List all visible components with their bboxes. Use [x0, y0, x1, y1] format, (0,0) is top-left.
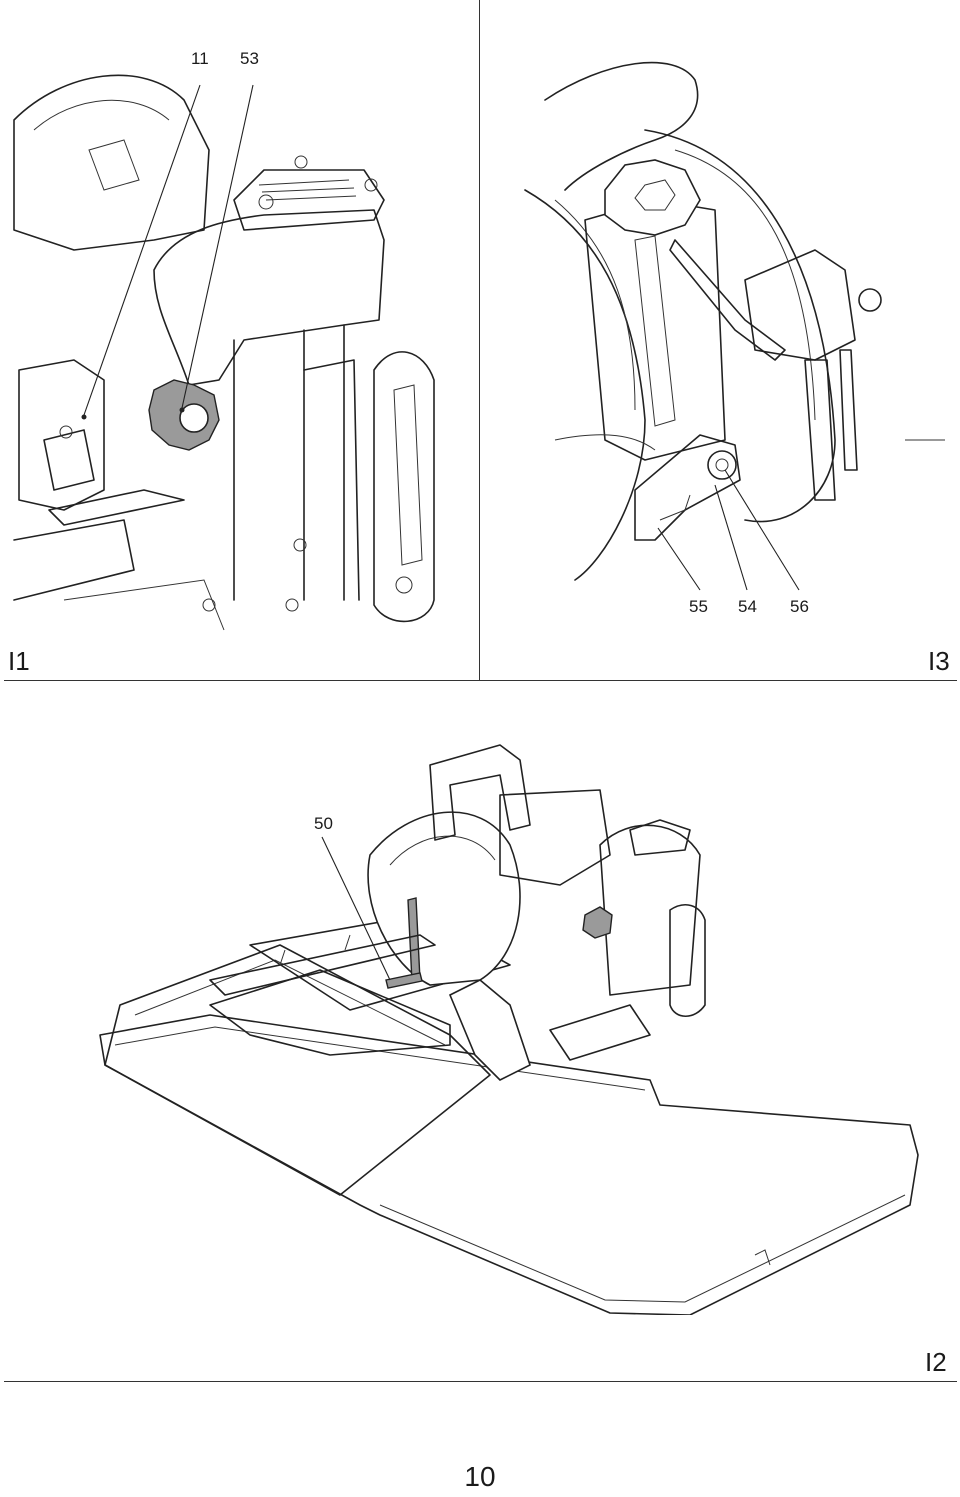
callout-56: 56: [790, 597, 809, 616]
callout-54: 54: [738, 597, 757, 616]
figure-label-I1: I1: [8, 646, 30, 676]
figure-I1-illustration: [4, 40, 474, 640]
top-panels-bottom-rule: [4, 680, 957, 681]
callout-11: 11: [191, 49, 209, 68]
bevel-lock-closeup-drawing: [524, 61, 945, 591]
figure-I3-illustration: [485, 40, 955, 600]
figure-label-I2: I2: [925, 1347, 947, 1377]
saw-knob-closeup-drawing: [13, 74, 435, 631]
bottom-figure-rule: [4, 1381, 957, 1382]
figure-label-I3: I3: [928, 646, 950, 676]
callout-53: 53: [240, 49, 259, 68]
tile-saw-overview-drawing: [99, 744, 919, 1315]
figure-I2-illustration: [90, 735, 930, 1315]
callout-55: 55: [689, 597, 708, 616]
page-number: 10: [464, 1461, 496, 1492]
callout-50: 50: [314, 814, 333, 833]
vertical-divider: [479, 0, 480, 680]
